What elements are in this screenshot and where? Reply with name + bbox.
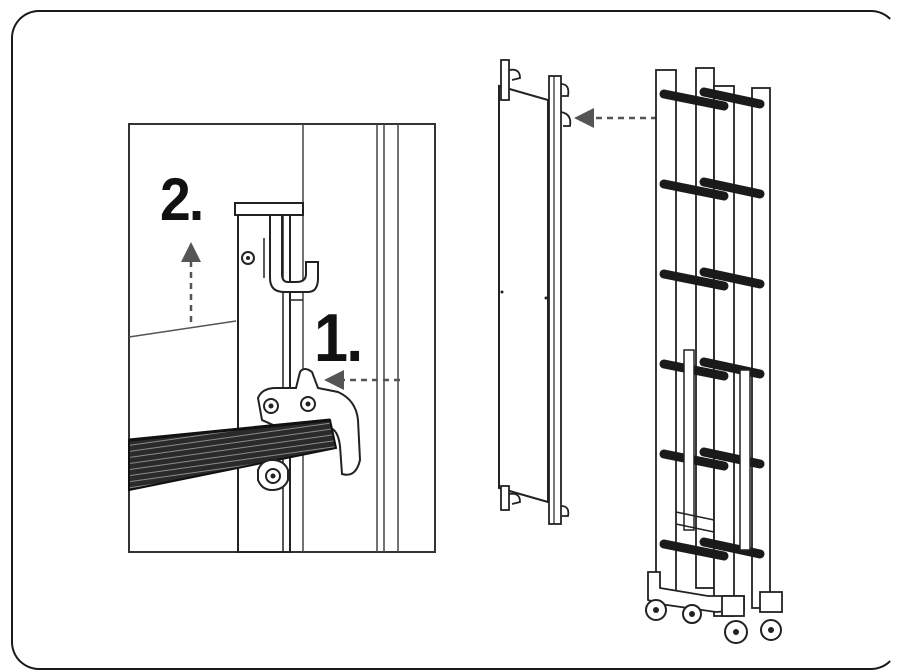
- detail-inset: [128, 123, 436, 553]
- top-hook: [269, 214, 319, 293]
- step-2-label: 2.: [160, 166, 204, 233]
- scaffold-tower: [645, 67, 783, 644]
- side-panel: [498, 59, 572, 525]
- step-1-label: 1.: [314, 300, 363, 376]
- diagram-frame: [11, 10, 899, 670]
